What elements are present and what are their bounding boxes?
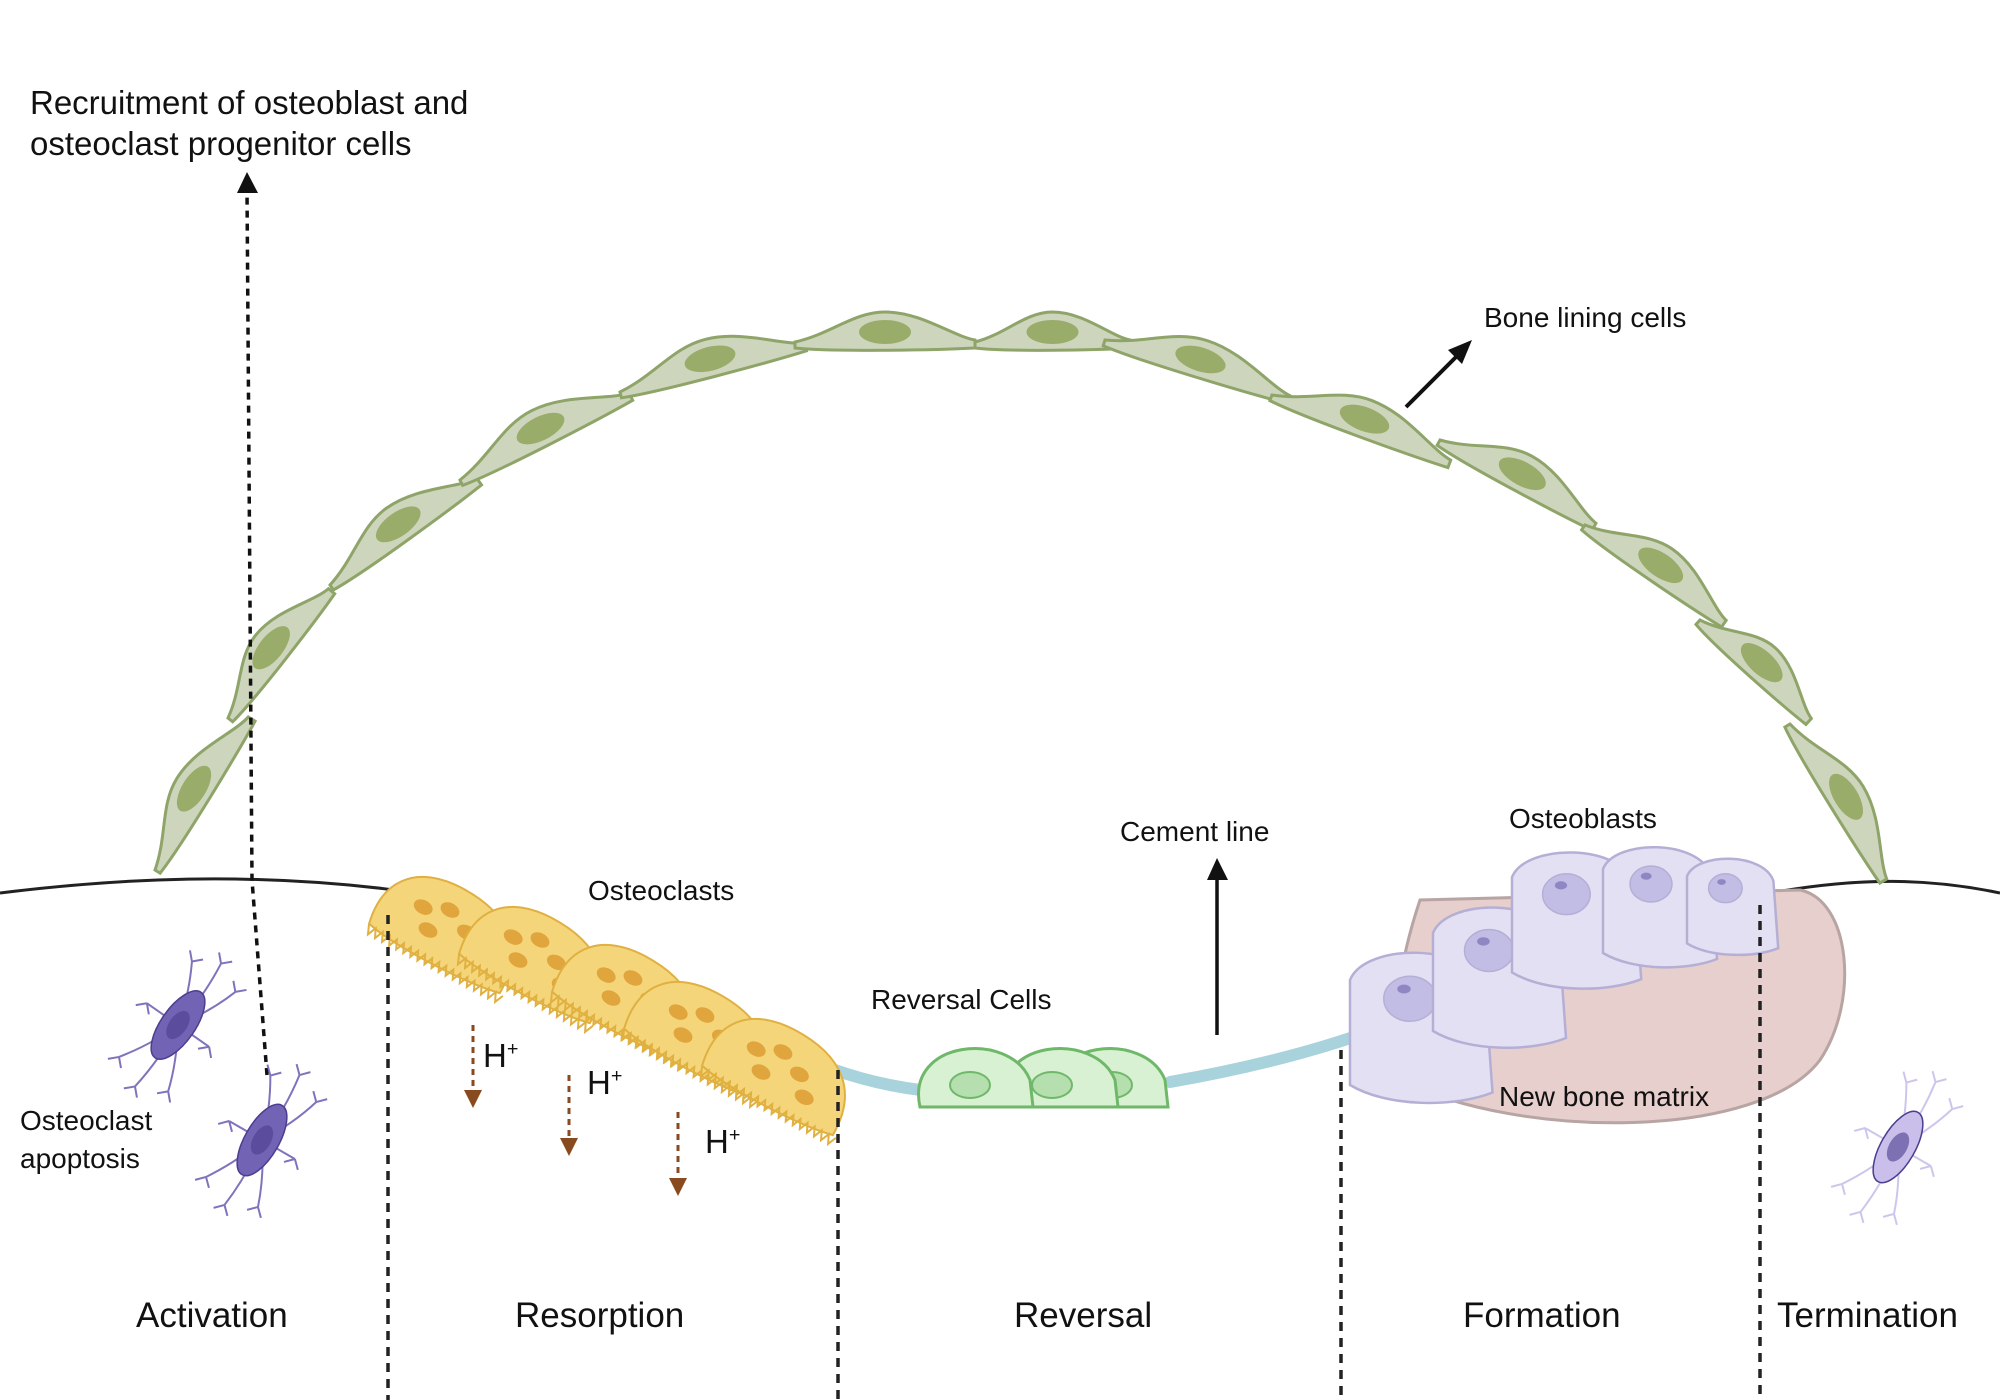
osteoclast-apoptosis-label: Osteoclast apoptosis (20, 1105, 153, 1174)
cement-line-label: Cement line (1120, 816, 1270, 847)
phase-label-termination: Termination (1777, 1296, 1958, 1335)
stellate-cell (107, 950, 247, 1103)
bone-lining-cell (1435, 438, 1598, 533)
bone-lining-nucleus (1026, 320, 1079, 344)
bone-surface-left (0, 877, 396, 895)
stellate-cell (1830, 1070, 1964, 1226)
bone-lining-cell (973, 310, 1132, 352)
osteoblasts-label: Osteoblasts (1509, 803, 1657, 834)
osteoclast-nucleus (530, 932, 550, 948)
bone-lining-cell (1782, 722, 1889, 886)
bone-lining-cell (1101, 335, 1293, 406)
osteoclast-nucleus (794, 1089, 814, 1106)
bone-lining-arrow (1404, 353, 1460, 409)
osteoclast-nucleus (440, 902, 460, 918)
bone-lining-cells-label: Bone lining cells (1484, 302, 1687, 333)
new-bone-matrix-label: New bone matrix (1499, 1081, 1710, 1112)
bone-lining-nucleus (859, 320, 911, 344)
osteoblasts-group (1348, 845, 1780, 1105)
osteoblast-nucleus (1629, 865, 1673, 903)
bone-lining-cell (1268, 393, 1453, 470)
proton-arrows (464, 1025, 687, 1196)
cement-line-arrowhead (1207, 858, 1228, 880)
bone-lining-cells (153, 310, 1889, 886)
osteoclast-nucleus (746, 1041, 766, 1057)
osteoclast-nucleus (413, 899, 433, 915)
bone-lining-nucleus (1740, 642, 1783, 683)
osteoclast-nucleus (773, 1044, 793, 1060)
recruitment-arrowhead (237, 172, 258, 193)
osteoblast-nucleus (1707, 873, 1743, 904)
recruitment-label: Recruitment of osteoblast and osteoclast… (30, 84, 469, 163)
bone-lining-cell (1693, 618, 1814, 727)
bone-lining-cell (226, 586, 337, 724)
osteoclast-nucleus (508, 952, 528, 968)
bone-lining-nucleus (176, 765, 212, 812)
reversal-cells-label: Reversal Cells (871, 984, 1052, 1015)
osteoclast-nucleus (596, 967, 616, 983)
osteoblast-nucleus (1541, 873, 1591, 916)
bone-lining-nucleus (516, 412, 565, 445)
phase-label-resorption: Resorption (515, 1296, 685, 1335)
osteoclast-nucleus (789, 1066, 809, 1083)
bone-lining-nucleus (252, 626, 290, 670)
bone-lining-cell (328, 476, 484, 592)
osteoblast-cell (1685, 857, 1780, 957)
recruitment-arrow (245, 189, 269, 1076)
bone-surface-right (1769, 879, 2000, 895)
bone-lining-arrowhead (1448, 340, 1472, 364)
reversal-cells-group (917, 1047, 1170, 1109)
osteoclast-nucleus (623, 970, 643, 986)
phase-label-formation: Formation (1463, 1296, 1621, 1335)
osteoclast-nucleus (673, 1027, 693, 1043)
osteoclasts-group (366, 875, 846, 1147)
bone-lining-nucleus (1339, 404, 1390, 434)
osteoclast-nucleus (668, 1004, 688, 1020)
reversal-cell-nucleus (1031, 1071, 1073, 1099)
osteoclasts-label: Osteoclasts (588, 875, 735, 906)
bone-lining-nucleus (375, 506, 421, 543)
bone-lining-nucleus (1638, 547, 1684, 584)
stellate-cell (194, 1063, 328, 1219)
proton-label: H+ (705, 1123, 741, 1160)
osteoclast-nucleus (601, 990, 621, 1006)
proton-label: H+ (587, 1064, 623, 1101)
osteoclast-nucleus (418, 922, 438, 938)
osteoclast-nucleus (503, 929, 523, 945)
reversal-cell-nucleus (949, 1071, 991, 1099)
osteoblast-nucleus (1463, 928, 1515, 973)
osteoclast-nucleus (546, 954, 566, 971)
bone-lining-nucleus (1829, 773, 1864, 820)
osteoclast-cell (699, 1017, 846, 1147)
osteoblast-nucleus (1383, 975, 1437, 1022)
bone-lining-nucleus (1175, 345, 1226, 374)
bone-lining-nucleus (1498, 457, 1546, 491)
bone-lining-cell (153, 715, 258, 876)
osteoclast-nucleus (751, 1064, 771, 1080)
phase-label-activation: Activation (136, 1296, 288, 1335)
bone-lining-cell (618, 334, 809, 400)
phase-label-reversal: Reversal (1014, 1296, 1153, 1335)
bone-lining-cell (458, 391, 635, 488)
osteoclast-nucleus (695, 1007, 715, 1023)
apoptotic-osteoclasts (107, 950, 1964, 1226)
proton-label: H+ (483, 1037, 519, 1074)
bone-lining-nucleus (684, 345, 736, 373)
bone-lining-cell (1579, 523, 1729, 629)
bone-lining-cell (793, 310, 977, 352)
